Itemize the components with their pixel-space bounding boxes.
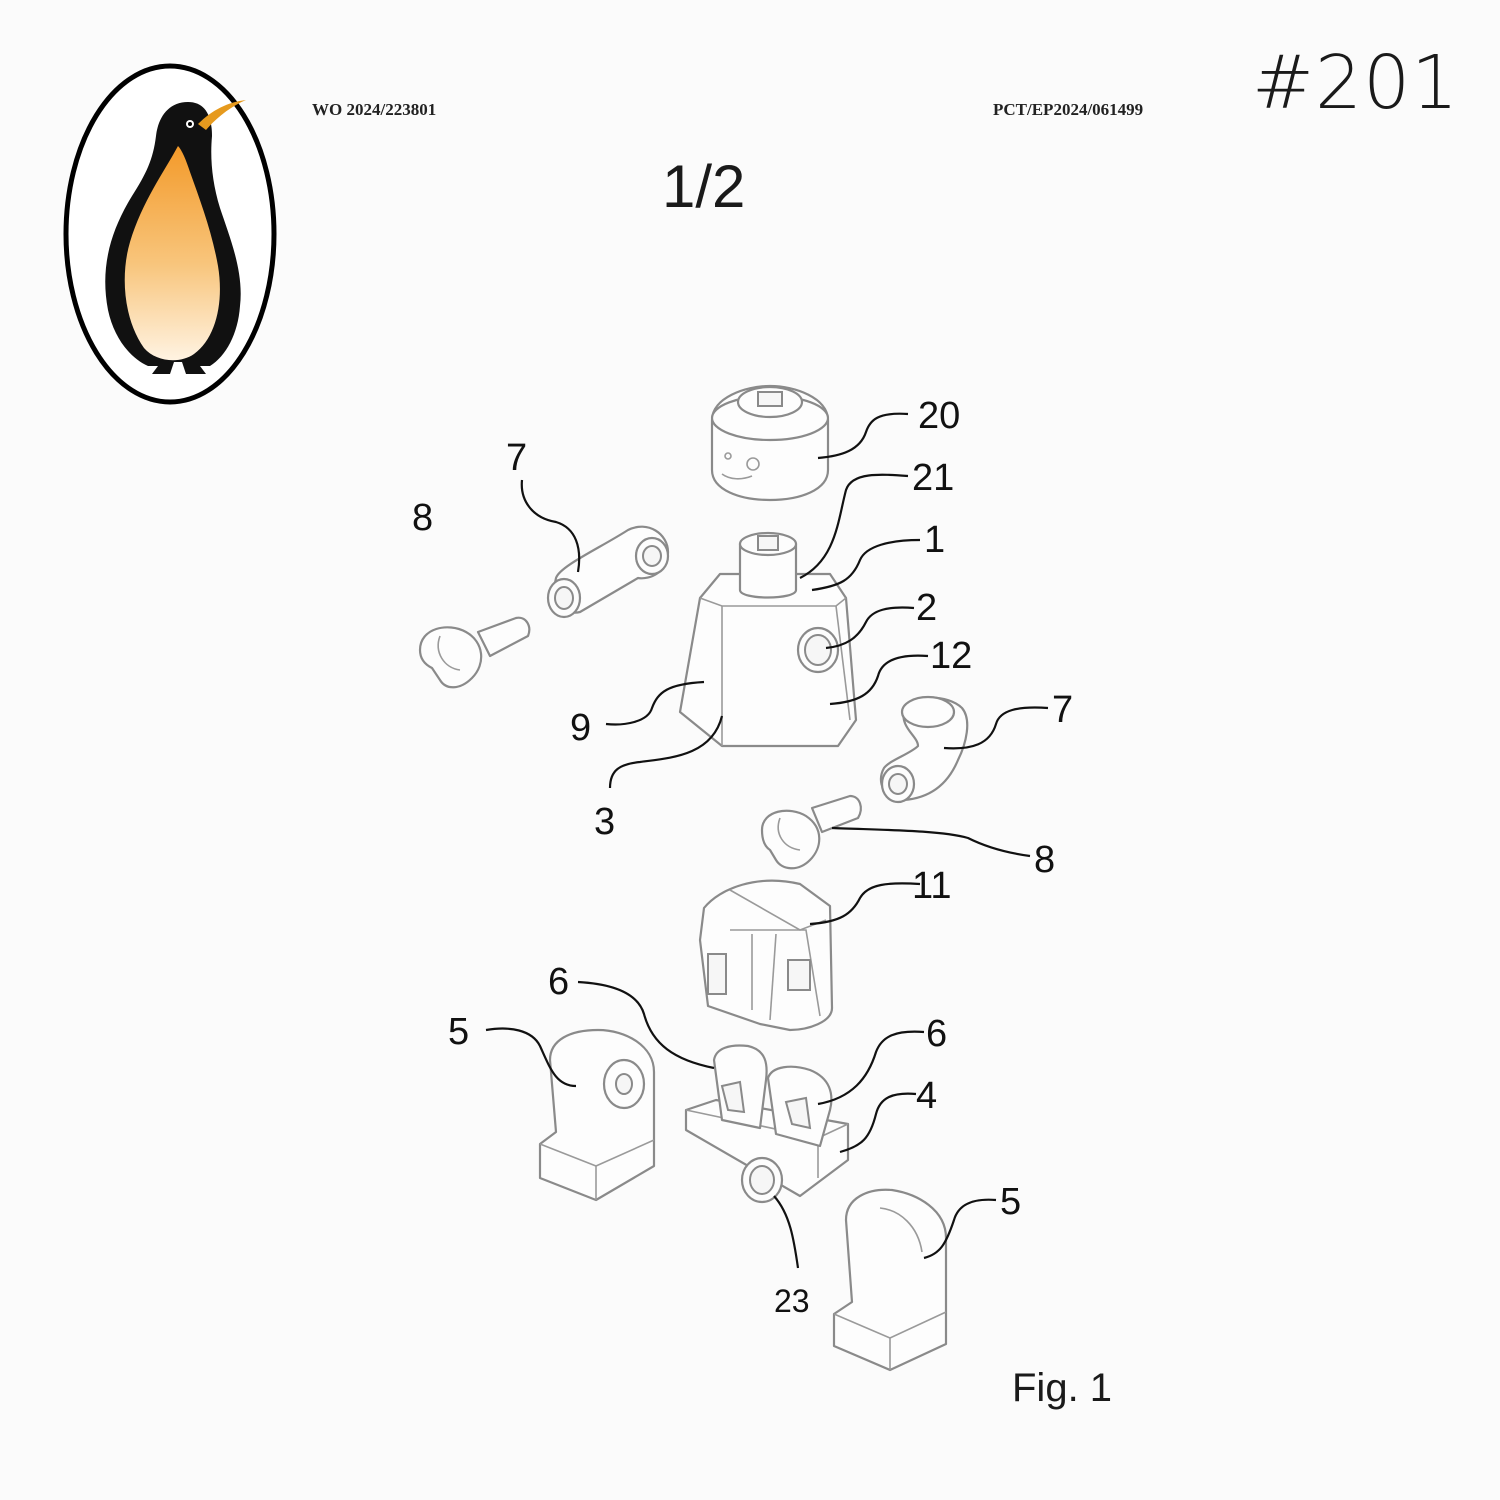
ref-7-right: 7 (1052, 689, 1073, 731)
ref-23: 23 (774, 1283, 810, 1319)
left-arm-part (546, 525, 670, 619)
hip-part (684, 1044, 850, 1204)
sheet-number: 1/2 (662, 153, 746, 220)
penguin-logo (63, 63, 277, 405)
ref-5-left: 5 (448, 1011, 469, 1053)
left-leg-part (538, 1028, 656, 1202)
left-hand-part (418, 616, 531, 689)
ref-12: 12 (930, 635, 972, 677)
ref-5-right: 5 (1000, 1181, 1021, 1223)
leader-lines (485, 412, 1049, 1269)
right-leg-part (832, 1188, 948, 1372)
ref-2: 2 (916, 587, 937, 629)
ref-4: 4 (916, 1075, 937, 1117)
ref-6-left: 6 (548, 961, 569, 1003)
ref-21: 21 (912, 457, 954, 499)
issue-number: #201 (1252, 40, 1460, 126)
reference-numerals: 20 21 1 2 12 9 3 7 8 7 8 11 6 6 5 4 5 23 (412, 395, 1073, 1319)
ref-3: 3 (594, 801, 615, 843)
penguin-icon (105, 100, 246, 374)
ref-8-right: 8 (1034, 839, 1055, 881)
application-number: PCT/EP2024/061499 (993, 100, 1144, 119)
torso-part (678, 531, 858, 748)
ref-1: 1 (924, 519, 945, 561)
figure-caption: Fig. 1 (1012, 1366, 1113, 1410)
head-part (710, 384, 830, 502)
publication-number: WO 2024/223801 (312, 100, 437, 119)
ref-11: 11 (912, 865, 951, 907)
right-arm-part (879, 695, 969, 804)
ref-20: 20 (918, 395, 960, 437)
ref-7-left: 7 (506, 437, 527, 479)
ref-6-right: 6 (926, 1013, 947, 1055)
right-hand-part (760, 794, 862, 870)
hip-cover-part (698, 879, 834, 1032)
ref-9: 9 (570, 707, 591, 749)
ref-8-left: 8 (412, 497, 433, 539)
